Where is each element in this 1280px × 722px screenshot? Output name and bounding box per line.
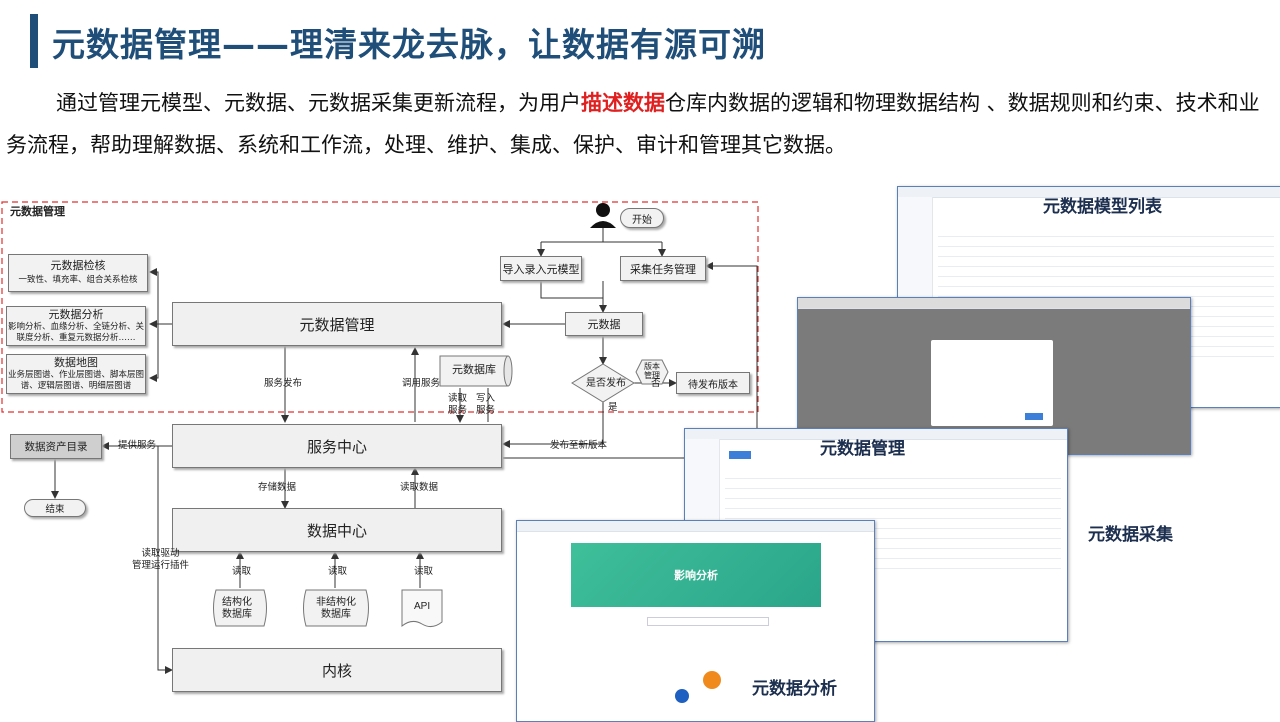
read-label-3: 读取 (414, 566, 434, 577)
person-icon (590, 203, 616, 228)
caption-mgmt: 元数据管理 (820, 439, 905, 459)
end-node: 结束 (24, 499, 86, 517)
check-title: 元数据检核 (50, 259, 106, 272)
provide-service-label: 提供服务 (118, 440, 157, 451)
import-metamodel-node: 导入录入元模型 (500, 256, 582, 281)
read-label-2: 读取 (328, 566, 348, 577)
metadata-flowchart: 元数据管理 开始 导入录入元模型 采集任务管理 元数据 是否发布 版本 管理 待… (0, 190, 770, 720)
data-map-node: 数据地图 业务层图谱、作业层图谱、脚本层图谱、逻辑层图谱、明细层图谱 (6, 354, 146, 394)
flowchart-connectors (1, 201, 770, 674)
yes-label: 是 (608, 402, 618, 413)
mgmt-add-button (729, 451, 751, 459)
unstructured-db: 非结构化 数据库 (316, 597, 356, 620)
no-label: 否 (651, 378, 661, 389)
caption-analysis: 元数据分析 (752, 679, 837, 699)
publish-decision: 是否发布 (586, 378, 626, 389)
map-sub: 业务层图谱、作业层图谱、脚本层图谱、逻辑层图谱、明细层图谱 (7, 370, 144, 391)
caption-model-list: 元数据模型列表 (1043, 197, 1162, 217)
map-title: 数据地图 (54, 356, 98, 369)
version-mgmt-node: 版本 管理 (644, 362, 660, 380)
driver-label: 读取驱动 管理运行插件 (132, 548, 190, 571)
catalog-node: 数据资产目录 (10, 434, 102, 459)
dialog-panel (931, 340, 1053, 426)
pending-version-node: 待发布版本 (676, 372, 750, 394)
dialog-confirm-button (1025, 413, 1043, 420)
intro-paragraph: 通过管理元模型、元数据、元数据采集更新流程，为用户描述数据仓库内数据的逻辑和物理… (6, 82, 1274, 166)
metadata-node: 元数据 (565, 312, 643, 336)
collect-task-node: 采集任务管理 (620, 256, 706, 281)
title-accent-bar (30, 14, 38, 68)
read-label-1: 读取 (232, 566, 252, 577)
data-center-node: 数据中心 (172, 508, 502, 552)
graph-node-blue (675, 689, 689, 703)
analysis-sub: 影响分析、血缘分析、全链分析、关联度分析、重复元数据分析…… (7, 322, 144, 343)
repo-node: 元数据库 (452, 363, 496, 376)
call-service-label: 调用服务 (402, 378, 441, 389)
intro-text-1: 通过管理元模型、元数据、元数据采集更新流程，为用户 (56, 91, 581, 115)
impact-banner: 影响分析 (571, 543, 821, 607)
check-sub: 一致性、填充率、组合关系检核 (18, 275, 138, 285)
check-node: 元数据检核 一致性、填充率、组合关系检核 (8, 254, 148, 292)
structured-db: 结构化 数据库 (222, 597, 252, 620)
impact-search-bar (647, 617, 769, 626)
start-node: 开始 (620, 208, 664, 228)
page-title: 元数据管理——理清来龙去脉，让数据有源可溯 (52, 25, 766, 64)
publish-version-label: 发布至新版本 (550, 440, 608, 451)
intro-highlight: 描述数据 (581, 91, 665, 115)
intro-text-2: 仓库内数据的逻辑和物理数据结构 、数据规则和约束、技术和业务流程，帮助理解数据、… (6, 91, 1260, 157)
impact-title: 影响分析 (674, 569, 718, 582)
write-service-label: 写入 服务 (476, 393, 496, 416)
read-data-label: 读取数据 (400, 482, 439, 493)
graph-node-orange (703, 671, 721, 689)
analysis-title: 元数据分析 (48, 308, 104, 321)
group-label: 元数据管理 (10, 205, 65, 218)
read-service-label: 读取 服务 (448, 393, 468, 416)
service-center-node: 服务中心 (172, 424, 502, 468)
kernel-node: 内核 (172, 648, 502, 692)
service-publish-label: 服务发布 (264, 378, 303, 389)
store-data-label: 存储数据 (258, 482, 297, 493)
mgmt-node: 元数据管理 (172, 302, 502, 346)
analysis-node: 元数据分析 影响分析、血缘分析、全链分析、关联度分析、重复元数据分析…… (6, 306, 146, 346)
caption-collect: 元数据采集 (1088, 525, 1173, 545)
api-node: API (414, 601, 431, 612)
screenshot-analysis: 影响分析 (516, 520, 875, 722)
